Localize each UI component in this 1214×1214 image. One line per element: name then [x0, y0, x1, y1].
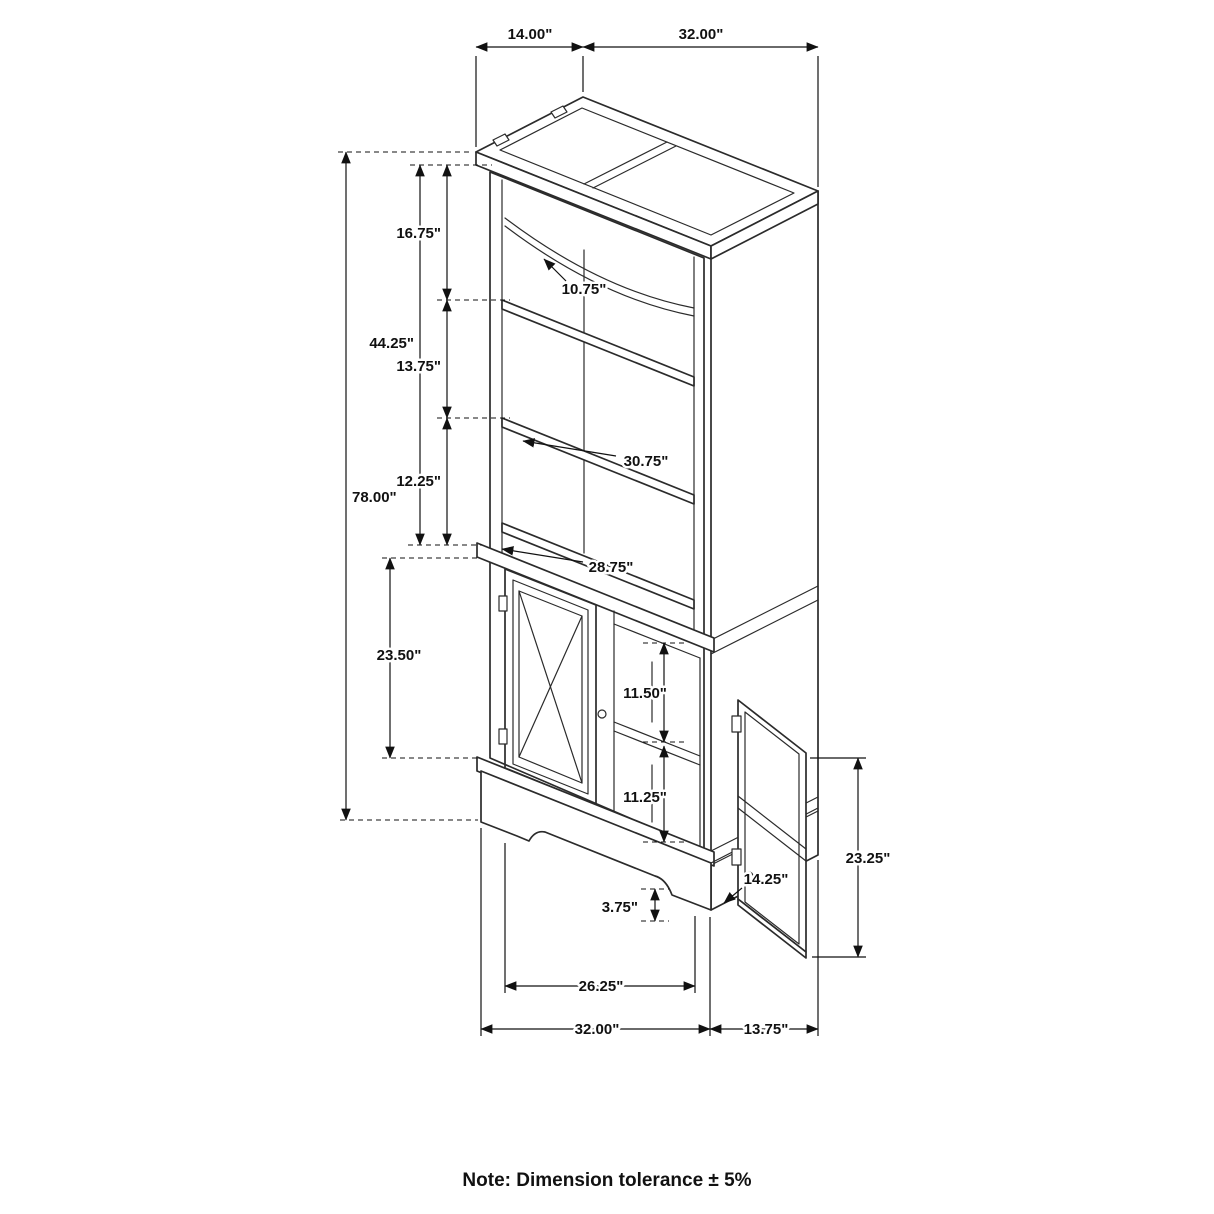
shelf-2: [501, 417, 695, 505]
dim-label-shelf-opening-1: 16.75": [396, 225, 441, 242]
open-right-door: [731, 699, 807, 959]
dim-label-door-opening-lower: 11.25": [623, 789, 667, 806]
waist-molding: [476, 542, 715, 653]
shelf-1: [501, 299, 695, 387]
dimension-annotations: 14.00" 32.00" 78.00" 44.25" 16.75" 13.75…: [338, 24, 893, 1041]
base-molding: [476, 756, 715, 867]
arched-valance: [504, 217, 695, 309]
top-hardware-icon: [492, 133, 510, 147]
dim-label-shelf-opening-2: 13.75": [396, 358, 441, 375]
dim-label-feet-span: 26.25": [579, 978, 624, 995]
door-knob: [597, 709, 607, 719]
dim-label-top-shelf-depth: 10.75": [562, 281, 607, 298]
dim-label-shelf-width: 30.75": [624, 453, 669, 470]
dim-label-door-width: 14.25": [744, 871, 789, 888]
upper-shelf-section: [501, 179, 695, 631]
interior-shelf: [613, 721, 701, 757]
top-hardware-icon: [550, 105, 568, 119]
dim-label-interior-width: 28.75": [589, 559, 634, 576]
dim-label-top-depth: 14.00": [508, 26, 553, 43]
cabinet-drawing: [475, 96, 819, 959]
plinth: [480, 770, 712, 911]
shelf-3: [501, 522, 695, 610]
dim-label-door-opening-upper: 11.50": [623, 685, 667, 702]
dim-label-open-door-height: 23.25": [846, 850, 891, 867]
dim-label-shelf-opening-3: 12.25": [396, 473, 441, 490]
top-board: [475, 96, 819, 260]
door-knob: [744, 871, 754, 881]
dim-label-upper-section: 44.25": [369, 335, 414, 352]
dim-label-overall-width: 32.00": [575, 1021, 620, 1038]
tolerance-note: Note: Dimension tolerance ± 5%: [462, 1170, 751, 1191]
carcass-front: [489, 171, 705, 851]
base: [476, 756, 819, 911]
dim-label-top-width: 32.00": [679, 26, 724, 43]
dim-label-overall-depth: 13.75": [744, 1021, 789, 1038]
hinge-icon: [731, 715, 742, 733]
door-cross-mullion: [518, 615, 583, 758]
dim-label-base-strip: 3.75": [602, 899, 638, 916]
hinge-icon: [498, 595, 508, 612]
dim-label-door-section: 23.50": [377, 647, 422, 664]
hinge-icon: [498, 728, 508, 745]
hinge-icon: [731, 848, 742, 866]
dim-label-overall-height: 78.00": [352, 489, 397, 506]
